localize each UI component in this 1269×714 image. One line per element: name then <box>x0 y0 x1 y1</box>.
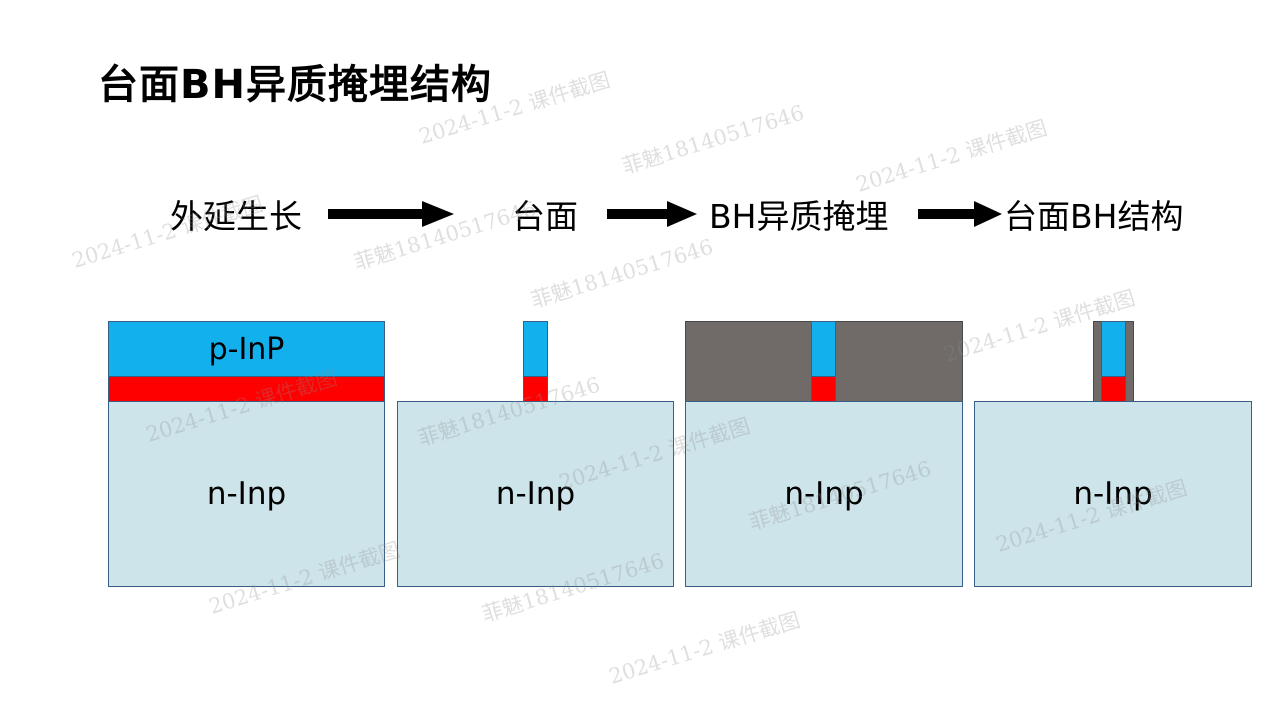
step-epitaxy-label: 外延生长 <box>170 197 302 236</box>
active-layer <box>108 376 385 402</box>
substrate-label: n-Inp <box>495 476 576 512</box>
p-inp-label: p-InP <box>208 331 285 367</box>
mesa-active-layer <box>523 376 548 402</box>
watermark-text: 菲魅18140517646 <box>619 100 807 179</box>
watermark-text: 菲魅18140517646 <box>528 234 716 313</box>
substrate-stage-1: n-Inp <box>108 401 385 587</box>
arrow-icon <box>328 201 454 227</box>
mesa-active-layer <box>811 376 836 402</box>
substrate-stage-3: n-Inp <box>685 401 963 587</box>
arrow-icon <box>607 201 697 227</box>
watermark-text: 2024-11-2 课件截图 <box>853 115 1050 197</box>
substrate-label: n-Inp <box>206 476 287 512</box>
page-title: 台面BH异质掩埋结构 <box>98 62 492 108</box>
arrow-icon <box>918 201 1002 227</box>
substrate-label: n-Inp <box>1073 476 1153 512</box>
mesa-active-layer <box>1101 376 1126 402</box>
mesa-p-inp <box>1101 321 1126 377</box>
substrate-stage-4: n-Inp <box>974 401 1252 587</box>
step-mesa-label: 台面 <box>512 197 578 236</box>
mesa-p-inp <box>523 321 548 377</box>
watermark-text: 2024-11-2 课件截图 <box>606 607 803 689</box>
p-inp-layer: p-InP <box>108 321 385 377</box>
step-mesa-bh-label: 台面BH结构 <box>1004 197 1184 236</box>
substrate-stage-2: n-Inp <box>397 401 674 587</box>
substrate-label: n-Inp <box>784 476 864 512</box>
step-bh-regrowth-label: BH异质掩埋 <box>709 197 889 236</box>
mesa-p-inp <box>811 321 836 377</box>
